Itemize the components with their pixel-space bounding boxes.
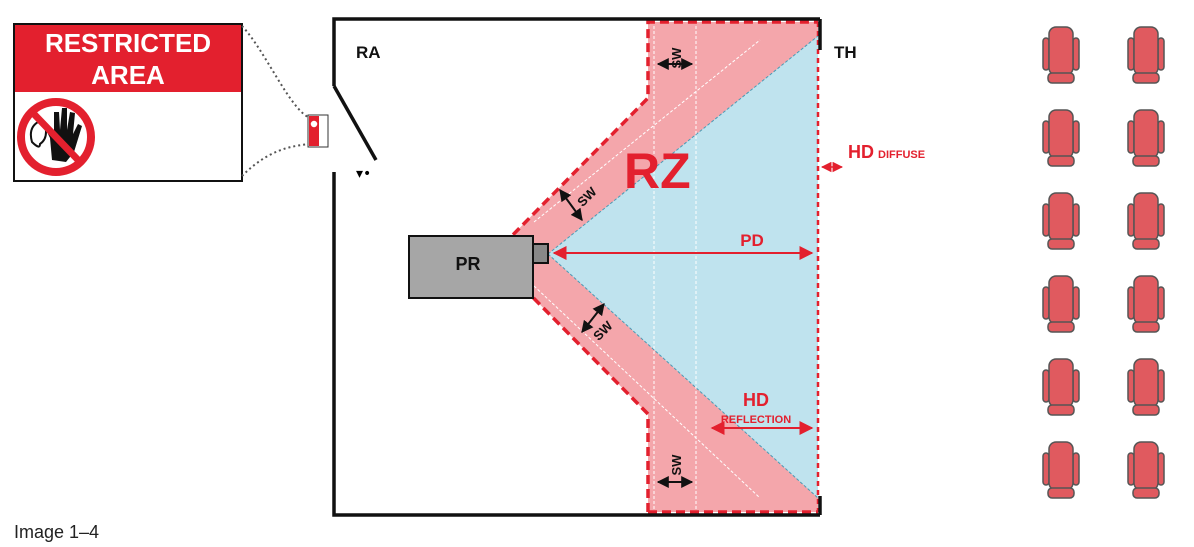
projection-beam (548, 36, 818, 498)
small-sign (307, 114, 329, 148)
ra-label: RA (356, 43, 381, 62)
seat-icon (1042, 275, 1080, 333)
th-label: TH (834, 43, 857, 62)
seat-icon (1042, 109, 1080, 167)
seat-icon (1127, 26, 1165, 84)
sign-title-line2: AREA (91, 60, 165, 90)
hd-diffuse-label: HD (848, 142, 874, 162)
seat-icon (1127, 275, 1165, 333)
sw-marker-bottom: SW (656, 454, 694, 488)
sw-label-top: SW (669, 47, 684, 69)
door-hinge-icon: ▾• (356, 166, 371, 182)
figure-caption: Image 1–4 (14, 522, 100, 542)
zoom-line-top (241, 25, 311, 119)
seating-area (1042, 26, 1165, 499)
pd-label: PD (740, 231, 764, 250)
hd-reflection-label: HD (743, 390, 769, 410)
seat-icon (1127, 441, 1165, 499)
restricted-area-sign: RESTRICTED AREA (13, 23, 243, 182)
hd-diffuse-sub: DIFFUSE (878, 149, 925, 161)
seat-icon (1042, 192, 1080, 250)
seat-icon (1127, 358, 1165, 416)
no-hand-icon (17, 98, 95, 176)
projector: PR (408, 235, 549, 299)
zoom-line-bottom (241, 143, 311, 177)
seat-icon (1042, 441, 1080, 499)
sign-title-line1: RESTRICTED (45, 28, 211, 58)
seat-icon (1127, 109, 1165, 167)
seat-icon (1127, 192, 1165, 250)
rz-label: RZ (624, 143, 691, 199)
sw-label-bottom: SW (669, 454, 684, 476)
seat-icon (1042, 26, 1080, 84)
room-walls (332, 17, 822, 517)
hd-reflection-sub: REFLECTION (721, 414, 791, 426)
projector-label: PR (455, 254, 480, 274)
sw-marker-top: SW (656, 47, 694, 70)
seat-icon (1042, 358, 1080, 416)
